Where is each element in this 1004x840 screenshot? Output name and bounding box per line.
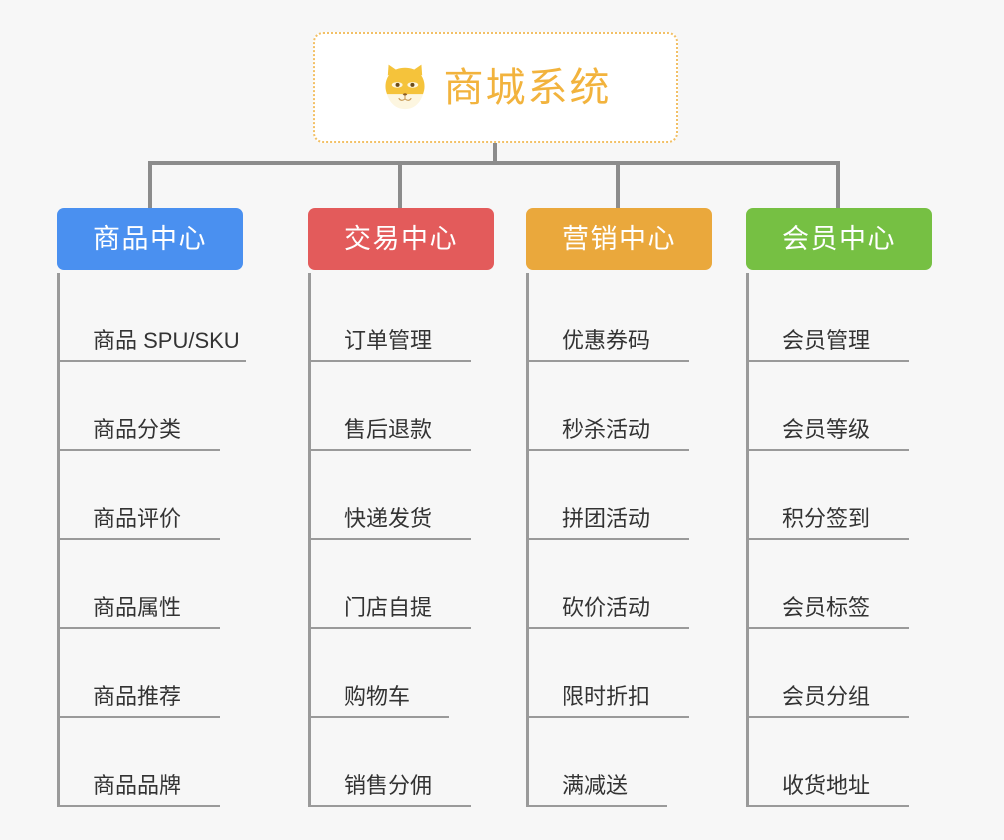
list-item[interactable]: 门店自提 [311, 540, 479, 629]
leaf-underline [60, 716, 220, 718]
list-item[interactable]: 会员管理 [749, 273, 917, 362]
leaf-label: 限时折扣 [562, 684, 651, 709]
leaf-label: 商品分类 [93, 417, 182, 442]
root-node[interactable]: 商城系统 [313, 32, 678, 143]
list-item[interactable]: 订单管理 [311, 273, 479, 362]
leaf-list-product-center: 商品 SPU/SKU 商品分类 商品评价 商品属性 商品推荐 商品品牌 [57, 273, 246, 807]
leaf-label: 订单管理 [344, 328, 433, 353]
leaf-underline [749, 716, 909, 718]
connector-drop-trade-center [398, 161, 402, 208]
list-item[interactable]: 收货地址 [749, 718, 917, 807]
list-item[interactable]: 销售分佣 [311, 718, 479, 807]
shiba-dog-face-icon [380, 63, 430, 113]
leaf-underline [60, 538, 220, 540]
category-trade-center[interactable]: 交易中心 [308, 208, 494, 270]
category-marketing-center[interactable]: 营销中心 [526, 208, 712, 270]
leaf-underline [311, 360, 471, 362]
category-product-center[interactable]: 商品中心 [57, 208, 243, 270]
branch-product-center: 商品中心 商品 SPU/SKU 商品分类 商品评价 商品属性 商品推荐 [57, 208, 246, 807]
leaf-underline [749, 538, 909, 540]
list-item[interactable]: 会员分组 [749, 629, 917, 718]
leaf-label: 快递发货 [344, 506, 433, 531]
connector-drop-marketing-center [616, 161, 620, 208]
leaf-label: 会员管理 [782, 328, 871, 353]
list-item[interactable]: 积分签到 [749, 451, 917, 540]
leaf-label: 购物车 [344, 684, 411, 709]
branch-trade-center: 交易中心 订单管理 售后退款 快递发货 门店自提 购物车 [308, 208, 494, 807]
connector-drop-product-center [148, 161, 152, 208]
leaf-label: 商品品牌 [93, 773, 182, 798]
connector-drop-member-center [836, 161, 840, 208]
leaf-underline [529, 805, 667, 807]
leaf-underline [749, 805, 909, 807]
leaf-label: 门店自提 [344, 595, 433, 620]
list-item[interactable]: 商品 SPU/SKU [60, 273, 246, 362]
leaf-list-trade-center: 订单管理 售后退款 快递发货 门店自提 购物车 销售分佣 [308, 273, 479, 807]
leaf-underline [311, 716, 449, 718]
leaf-label: 会员等级 [782, 417, 871, 442]
leaf-label: 秒杀活动 [562, 417, 651, 442]
leaf-underline [311, 538, 471, 540]
leaf-label: 商品评价 [93, 506, 182, 531]
leaf-underline [311, 627, 471, 629]
leaf-label: 砍价活动 [562, 595, 651, 620]
branch-marketing-center: 营销中心 优惠券码 秒杀活动 拼团活动 砍价活动 限时折扣 [526, 208, 712, 807]
leaf-underline [749, 627, 909, 629]
leaf-underline [60, 627, 220, 629]
category-member-center[interactable]: 会员中心 [746, 208, 932, 270]
leaf-list-member-center: 会员管理 会员等级 积分签到 会员标签 会员分组 收货地址 [746, 273, 917, 807]
leaf-label: 商品属性 [93, 595, 182, 620]
leaf-underline [529, 716, 689, 718]
list-item[interactable]: 商品推荐 [60, 629, 228, 718]
list-item[interactable]: 砍价活动 [529, 540, 697, 629]
leaf-underline [529, 449, 689, 451]
root-title: 商城系统 [443, 65, 612, 110]
list-item[interactable]: 秒杀活动 [529, 362, 697, 451]
list-item[interactable]: 限时折扣 [529, 629, 697, 718]
leaf-label: 满减送 [562, 773, 629, 798]
leaf-underline [311, 449, 471, 451]
list-item[interactable]: 商品分类 [60, 362, 228, 451]
leaf-label: 会员标签 [782, 595, 871, 620]
leaf-label: 收货地址 [782, 773, 871, 798]
leaf-label: 售后退款 [344, 417, 433, 442]
list-item[interactable]: 拼团活动 [529, 451, 697, 540]
leaf-underline [749, 449, 909, 451]
leaf-list-marketing-center: 优惠券码 秒杀活动 拼团活动 砍价活动 限时折扣 满减送 [526, 273, 697, 807]
leaf-underline [749, 360, 909, 362]
leaf-label: 拼团活动 [562, 506, 651, 531]
list-item[interactable]: 优惠券码 [529, 273, 697, 362]
list-item[interactable]: 会员标签 [749, 540, 917, 629]
leaf-label: 商品 SPU/SKU [93, 328, 240, 353]
leaf-label: 商品推荐 [93, 684, 182, 709]
category-label: 会员中心 [782, 223, 896, 254]
leaf-label: 销售分佣 [344, 773, 433, 798]
category-label: 交易中心 [344, 223, 458, 254]
category-label: 商品中心 [93, 223, 207, 254]
leaf-label: 优惠券码 [562, 328, 651, 353]
leaf-underline [529, 627, 689, 629]
leaf-label: 积分签到 [782, 506, 871, 531]
connector-root-stem [493, 143, 497, 163]
list-item[interactable]: 购物车 [311, 629, 479, 718]
leaf-underline [60, 449, 220, 451]
branch-member-center: 会员中心 会员管理 会员等级 积分签到 会员标签 会员分组 [746, 208, 932, 807]
leaf-underline [60, 360, 246, 362]
list-item[interactable]: 会员等级 [749, 362, 917, 451]
connector-horizontal-bar [148, 161, 840, 165]
list-item[interactable]: 商品品牌 [60, 718, 228, 807]
category-label: 营销中心 [562, 223, 676, 254]
leaf-underline [529, 538, 689, 540]
leaf-underline [60, 805, 220, 807]
list-item[interactable]: 满减送 [529, 718, 697, 807]
leaf-underline [529, 360, 689, 362]
list-item[interactable]: 快递发货 [311, 451, 479, 540]
leaf-label: 会员分组 [782, 684, 871, 709]
leaf-underline [311, 805, 471, 807]
list-item[interactable]: 商品评价 [60, 451, 228, 540]
list-item[interactable]: 商品属性 [60, 540, 228, 629]
list-item[interactable]: 售后退款 [311, 362, 479, 451]
